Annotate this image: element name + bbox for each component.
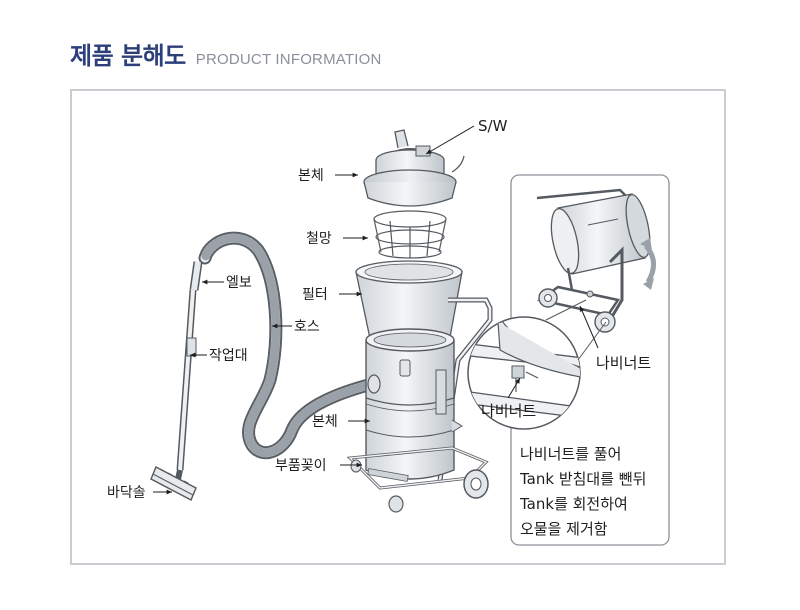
label-elbow: 엘보 bbox=[202, 275, 252, 291]
page-subtitle: PRODUCT INFORMATION bbox=[195, 51, 382, 68]
label-filter: 필터 bbox=[302, 287, 362, 303]
instruction-note: 나비너트를 풀어 Tank 받침대를 뺀뒤 Tank를 회전하여 오물을 제거함 bbox=[519, 445, 646, 538]
svg-text:부품꽂이: 부품꽂이 bbox=[275, 458, 327, 474]
floor-nozzle bbox=[150, 466, 197, 501]
wand bbox=[176, 289, 197, 471]
svg-text:본체: 본체 bbox=[312, 414, 338, 430]
label-mesh: 철망 bbox=[306, 231, 368, 247]
svg-text:본체: 본체 bbox=[298, 168, 324, 184]
svg-text:바닥솔: 바닥솔 bbox=[107, 485, 146, 501]
main-tank bbox=[365, 297, 493, 481]
label-floor-nozzle: 바닥솔 bbox=[107, 485, 172, 501]
mesh-basket bbox=[373, 210, 447, 259]
svg-text:호스: 호스 bbox=[294, 319, 320, 335]
note-line: 오물을 제거함 bbox=[520, 520, 608, 538]
note-line: Tank 받침대를 뺀뒤 bbox=[519, 470, 646, 488]
svg-text:철망: 철망 bbox=[306, 231, 332, 247]
page-header: 제품 분해도 PRODUCT INFORMATION bbox=[70, 36, 382, 76]
page-title: 제품 분해도 bbox=[70, 42, 186, 70]
label-hose: 호스 bbox=[272, 319, 320, 335]
label-wing-nut-detail: 나비너트 bbox=[481, 377, 536, 420]
cart-base bbox=[346, 446, 489, 513]
elbow bbox=[189, 261, 203, 291]
label-body-top: 본체 bbox=[298, 168, 358, 184]
note-line: Tank를 회전하여 bbox=[519, 495, 628, 513]
label-accessory-holder: 부품꽂이 bbox=[275, 458, 362, 474]
svg-text:S/W: S/W bbox=[478, 117, 508, 135]
tilted-tank bbox=[536, 188, 656, 333]
motor-head bbox=[363, 129, 465, 207]
label-body-lower: 본체 bbox=[312, 414, 370, 430]
svg-text:필터: 필터 bbox=[302, 287, 328, 303]
svg-text:엘보: 엘보 bbox=[226, 275, 252, 291]
note-line: 나비너트를 풀어 bbox=[520, 445, 621, 463]
hose bbox=[198, 231, 379, 460]
label-wand: 작업대 bbox=[190, 348, 248, 364]
label-switch: S/W bbox=[425, 117, 508, 155]
svg-text:작업대: 작업대 bbox=[209, 348, 248, 364]
svg-text:나비너트: 나비너트 bbox=[596, 354, 651, 372]
inset-panel bbox=[467, 174, 670, 546]
label-wing-nut-main: 나비너트 bbox=[579, 305, 651, 372]
svg-text:나비너트: 나비너트 bbox=[481, 402, 536, 420]
